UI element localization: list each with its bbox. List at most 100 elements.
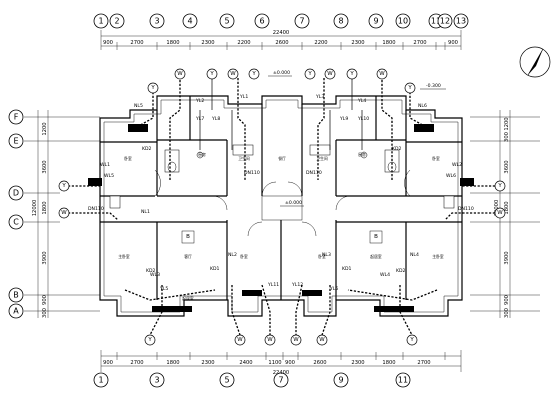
- unit-label-left: B: [186, 234, 190, 240]
- axis-marker-top-2: 2: [109, 13, 125, 29]
- svg-text:YL6: YL6: [329, 286, 338, 292]
- dim-total-top: 22400: [273, 30, 290, 36]
- svg-text:WL6: WL6: [446, 173, 456, 179]
- axis-label: 11: [431, 17, 441, 26]
- axis-marker-bottom-11: 11: [395, 372, 411, 388]
- svg-text:Y: Y: [409, 337, 414, 343]
- svg-text:Y: Y: [61, 183, 66, 189]
- svg-text:主卧室: 主卧室: [432, 254, 444, 259]
- axis-label: E: [13, 137, 18, 146]
- pipe-marker: W: [234, 334, 246, 346]
- axis-marker-bottom-7: 7: [273, 372, 289, 388]
- svg-text:NL2: NL2: [228, 252, 237, 258]
- svg-text:Y: Y: [497, 183, 502, 189]
- pipe-marker: Y: [346, 68, 358, 80]
- elevation-label: ±0.000: [273, 70, 290, 76]
- dim-segment: 3900: [42, 251, 48, 264]
- axis-label: 2: [114, 17, 119, 26]
- pipe-marker: Y: [206, 68, 218, 80]
- dim-segment: 300: [504, 308, 510, 318]
- svg-text:KD1: KD1: [342, 266, 352, 272]
- svg-text:KD1: KD1: [210, 266, 220, 272]
- svg-text:卧室: 卧室: [240, 254, 248, 259]
- axis-marker-top-13: 13: [453, 13, 469, 29]
- axis-marker-top-7: 7: [294, 13, 310, 29]
- pipe-marker: W: [290, 334, 302, 346]
- dimension-bottom: 900 2700 1800 2300 2400 1100 900 2600 23…: [100, 350, 462, 376]
- axis-label: 5: [224, 376, 229, 385]
- pipe-marker: Y: [147, 82, 159, 94]
- svg-text:Y: Y: [150, 85, 155, 91]
- axis-label: 1: [98, 17, 103, 26]
- dim-segment: 300: [42, 308, 48, 318]
- dim-segment: 2600: [313, 360, 326, 366]
- dim-segment: 2700: [130, 360, 143, 366]
- room-labels: 卧室 厨房 卫生间 客厅 卧室 主卧室 起居室 餐厅 卧室 主卧室 起居室 卫生…: [118, 152, 444, 301]
- svg-text:YL8: YL8: [211, 116, 220, 122]
- axis-label: 12: [440, 17, 450, 26]
- svg-text:YL1: YL1: [239, 94, 248, 100]
- pipe-marker: W: [324, 68, 336, 80]
- svg-text:Y: Y: [209, 71, 214, 77]
- pipe-marker: W: [58, 207, 70, 219]
- svg-text:W: W: [267, 337, 273, 343]
- dim-segment: 2300: [201, 40, 214, 46]
- dim-segment: 1800: [504, 201, 510, 214]
- svg-text:DN110: DN110: [244, 170, 260, 176]
- svg-text:WL1: WL1: [100, 162, 110, 168]
- svg-text:卧室: 卧室: [318, 254, 326, 259]
- axis-marker-top-6: 6: [254, 13, 270, 29]
- dim-segment: 2300: [351, 40, 364, 46]
- axis-marker-left-A: A: [8, 303, 24, 319]
- dim-segment: 3900: [504, 251, 510, 264]
- svg-text:Y: Y: [349, 71, 354, 77]
- pipe-marker: Y: [144, 334, 156, 346]
- svg-text:KD2: KD2: [146, 268, 156, 274]
- dimension-top: 22400 900 2700 1800 2300 2200 2600 2200 …: [100, 30, 462, 50]
- axis-label: C: [13, 218, 19, 227]
- axis-label: 10: [398, 17, 408, 26]
- svg-text:NL3: NL3: [322, 252, 331, 258]
- dim-segment: 3600: [504, 160, 510, 173]
- dim-segment: 1800: [382, 40, 395, 46]
- dim-segment: 900: [103, 360, 113, 366]
- svg-text:NL6: NL6: [418, 103, 427, 109]
- svg-text:YL9: YL9: [339, 116, 348, 122]
- axis-label: 6: [259, 17, 264, 26]
- axis-marker-left-F: F: [8, 109, 24, 125]
- dim-segment: 2700: [417, 360, 430, 366]
- svg-text:YL10: YL10: [357, 116, 369, 122]
- dim-total-left: 12000: [32, 200, 38, 217]
- dim-segment: 2300: [351, 360, 364, 366]
- axis-label: 9: [338, 376, 343, 385]
- axis-label: 3: [154, 17, 159, 26]
- unit-labels: B B: [181, 230, 383, 244]
- axis-marker-top-5: 5: [219, 13, 235, 29]
- axis-marker-top-9: 9: [368, 13, 384, 29]
- axis-marker-left-C: C: [8, 214, 24, 230]
- dim-segment: 2600: [275, 40, 288, 46]
- svg-text:Y: Y: [407, 85, 412, 91]
- dim-segment: 1100: [268, 360, 281, 366]
- axis-marker-bottom-9: 9: [333, 372, 349, 388]
- pipe-markers: W Y Y W W Y Y W W Y Y W Y Y Y W W W W Y: [58, 68, 506, 346]
- axis-marker-top-10: 10: [395, 13, 411, 29]
- balcony-hatches: [88, 124, 474, 312]
- dim-total-bottom: 22400: [273, 370, 290, 376]
- pipe-marker: W: [376, 68, 388, 80]
- svg-text:DN110: DN110: [88, 206, 104, 212]
- axis-label: 11: [398, 376, 408, 385]
- dim-segment: 2700: [413, 40, 426, 46]
- axis-label: 4: [187, 17, 192, 26]
- axis-marker-left-E: E: [8, 133, 24, 149]
- dim-segment: 1800: [166, 40, 179, 46]
- elevation-label: ±0.000: [285, 200, 302, 206]
- dim-segment: 1800: [166, 360, 179, 366]
- svg-text:KD2: KD2: [142, 146, 152, 152]
- pipe-marker: Y: [404, 82, 416, 94]
- axis-row-bottom: 1 3 5 7 9 11: [93, 372, 411, 388]
- svg-text:W: W: [177, 71, 183, 77]
- dim-segment: 900: [42, 295, 48, 305]
